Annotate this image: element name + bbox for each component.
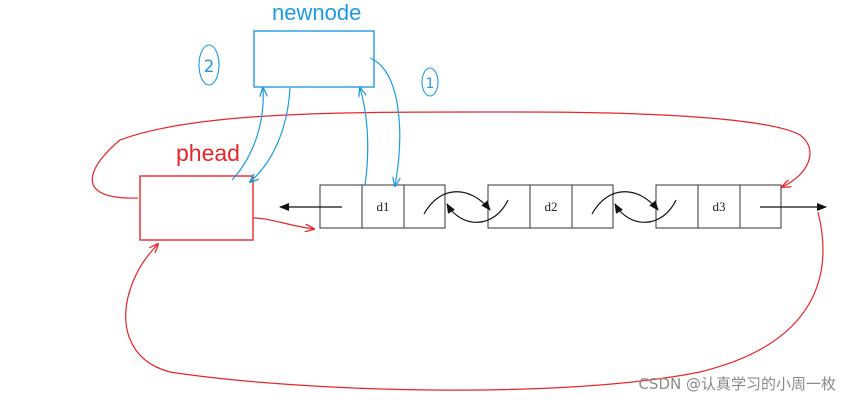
step-one-label: 1: [426, 76, 435, 92]
node-d2-data: d2: [544, 199, 558, 214]
insert-arrows: [231, 57, 400, 186]
watermark: CSDN @认真学习的小周一枚: [638, 375, 836, 393]
phead-box: [139, 175, 254, 241]
phead-label: phead: [176, 140, 240, 166]
node-d1-data: d1: [376, 199, 390, 214]
step-marker-two: 2: [198, 44, 220, 86]
newnode-label: newnode: [272, 0, 362, 25]
node-d3-data: d3: [712, 199, 726, 214]
step-two-label: 2: [204, 57, 215, 77]
newnode-box: [253, 30, 375, 88]
link-d2-d3: [591, 191, 677, 223]
circular-link-arrows: [91, 111, 824, 391]
link-d1-d2: [423, 191, 509, 223]
step-marker-one: 1: [421, 67, 439, 97]
